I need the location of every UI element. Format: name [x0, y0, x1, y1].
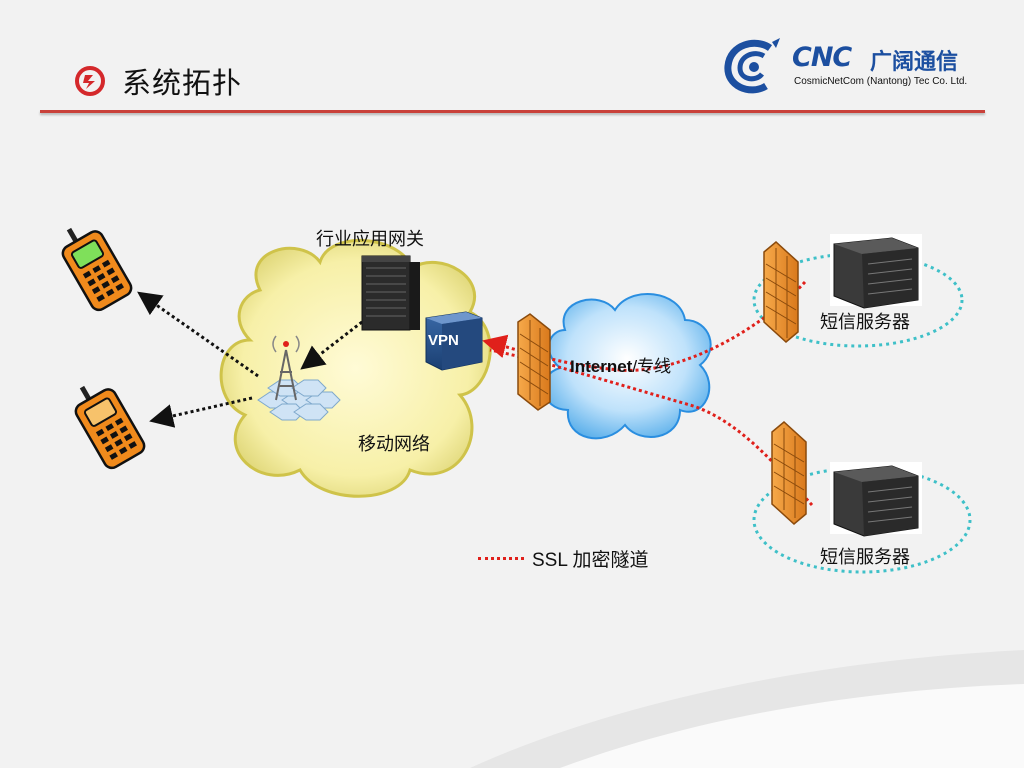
vpn-device-icon	[425, 311, 483, 371]
header: 系统拓扑 CNC 广阔通信 CosmicNetCom (Nantong) Tec…	[0, 0, 1024, 120]
company-logo: CNC 广阔通信 CosmicNetCom (Nantong) Tec Co. …	[720, 36, 990, 98]
mobile-network-label: 移动网络	[358, 434, 430, 455]
firewall-1-icon	[517, 313, 551, 411]
logo-brand: CNC	[792, 42, 852, 73]
sms-server-1-label: 短信服务器	[820, 312, 910, 333]
logo-company-name: CosmicNetCom (Nantong) Tec Co. Ltd.	[794, 76, 968, 87]
gateway-label: 行业应用网关	[316, 229, 424, 250]
title-divider	[40, 110, 985, 113]
firewall-3-icon	[771, 421, 807, 525]
swirl-logo-icon	[724, 38, 780, 94]
cell-tower-icon	[257, 335, 341, 421]
internet-label-rest: /专线	[632, 357, 672, 376]
sms-server-2-ring	[752, 466, 972, 574]
sms-server-2-label: 短信服务器	[820, 547, 910, 568]
legend-line-swatch	[478, 557, 524, 560]
refresh-circle-icon	[75, 66, 105, 96]
sms-server-1-icon	[830, 234, 922, 309]
legend-label: SSL 加密隧道	[532, 550, 649, 571]
internet-label-bold: Internet	[570, 357, 633, 376]
gateway-to-tower-arrow	[300, 320, 363, 370]
page-title: 系统拓扑	[122, 66, 243, 100]
legend: SSL 加密隧道	[478, 545, 698, 571]
mobile-phone-2-icon	[74, 385, 146, 470]
vpn-label: VPN	[428, 332, 459, 349]
mobile-phone-1-icon	[61, 227, 133, 312]
tower-to-phone-2-arrow	[149, 396, 253, 428]
firewall-2-icon	[763, 241, 799, 343]
logo-brand-cn: 广阔通信	[870, 50, 959, 75]
gateway-server-icon	[361, 255, 420, 331]
internet-label: Internet/专线	[570, 352, 671, 377]
mobile-network-cloud	[219, 239, 492, 498]
sms-server-2-icon	[830, 462, 922, 537]
